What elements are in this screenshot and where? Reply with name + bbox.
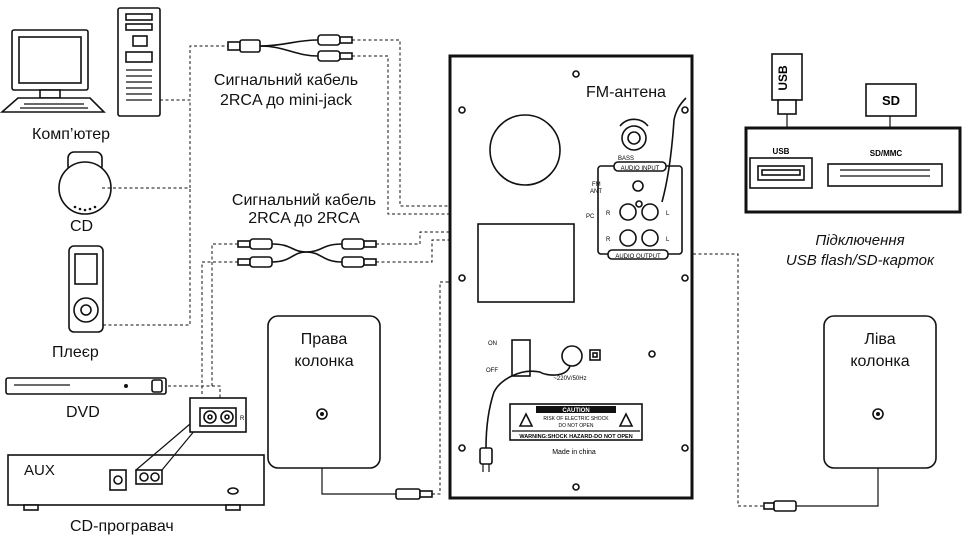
- pc-label: PC: [586, 214, 595, 220]
- risk-label-2: DO NOT OPEN: [559, 423, 594, 429]
- aux-r-label: R: [606, 237, 611, 243]
- computer-icon: [0, 7, 161, 117]
- bass-label: BASS: [618, 156, 634, 162]
- left-speaker-label-2: колонка: [850, 353, 910, 370]
- subwoofer-rear-panel: [448, 54, 694, 500]
- pc-l-label: L: [666, 211, 670, 217]
- usb-port-label: USB: [773, 147, 790, 156]
- minijack-cable-label-2: 2RCA до mini-jack: [219, 92, 353, 109]
- fm-ant-label: FM: [592, 182, 601, 188]
- left-speaker-icon: [763, 315, 937, 512]
- risk-label: RISK OF ELECTRIC SHOCK: [543, 416, 609, 422]
- aux-l-label: L: [666, 237, 670, 243]
- right-speaker-icon: [267, 315, 433, 500]
- minijack-cable-label-1: Сигнальний кабель: [213, 72, 359, 89]
- aux-label: AUX: [24, 462, 55, 479]
- audio-input-label: AUDIO INPUT: [621, 166, 660, 172]
- storage-caption-1: Підключення: [815, 232, 905, 249]
- player-label: Плеєр: [52, 344, 99, 361]
- dvd-label: DVD: [66, 404, 100, 421]
- computer-label: Комп’ютер: [32, 126, 111, 143]
- left-speaker-label-1: Ліва: [864, 331, 896, 348]
- made-in-label: Made in china: [552, 449, 596, 456]
- sd-port-label: SD/MMC: [870, 149, 903, 158]
- cable-2rca-minijack: [227, 34, 353, 62]
- right-speaker-label-2: колонка: [294, 353, 354, 370]
- caution-label: CAUTION: [562, 408, 589, 414]
- voltage-label: ~220V/50Hz: [553, 376, 586, 382]
- warning-label: WARNING:SHOCK HAZARD-DO NOT OPEN: [519, 434, 632, 440]
- cd-player-r-label: R: [240, 416, 245, 422]
- storage-caption-2: USB flash/SD-карток: [785, 252, 935, 269]
- pc-r-label: R: [606, 211, 611, 217]
- off-label: OFF: [486, 368, 498, 374]
- cd-player-label: CD-програвач: [70, 518, 174, 535]
- right-speaker-label-1: Права: [300, 331, 348, 348]
- usb-stick-label: USB: [776, 65, 790, 91]
- cable-2rca-2rca: [237, 238, 377, 268]
- storage-ports-icon: [744, 53, 962, 214]
- cd-label: CD: [70, 218, 94, 235]
- fm-ant-label-2: ANT: [590, 189, 602, 195]
- on-label: ON: [488, 341, 497, 347]
- fm-antenna-label: FM-антена: [586, 84, 666, 101]
- dvd-icon: [5, 377, 167, 395]
- cd-icon: [58, 151, 112, 215]
- player-icon: [68, 245, 104, 333]
- rca-cable-label-1: Сигнальний кабель: [231, 192, 377, 209]
- rca-cable-label-2: 2RCA до 2RCA: [248, 210, 360, 227]
- cd-player-icon: [7, 397, 265, 511]
- audio-output-label: AUDIO OUTPUT: [615, 254, 661, 260]
- sd-card-label: SD: [882, 93, 900, 108]
